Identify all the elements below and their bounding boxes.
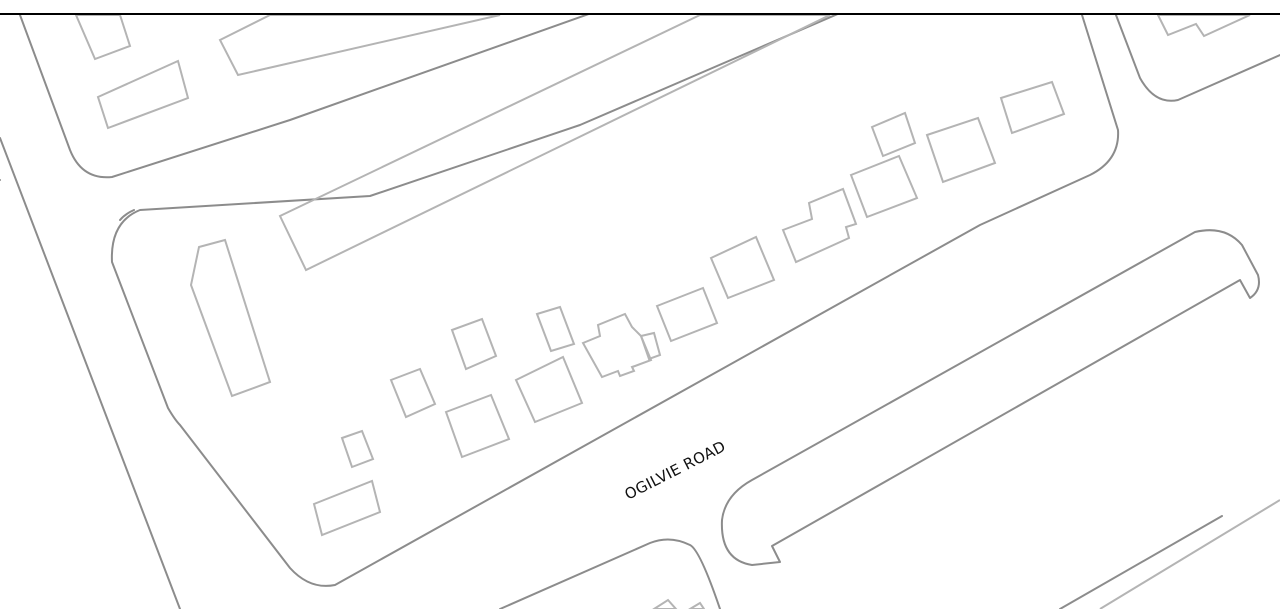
kerb-bottom-block [499, 538, 721, 609]
kerb-main-block [110, 15, 1120, 587]
kerb-top-left-block [19, 15, 589, 179]
boundary-lines [1099, 499, 1280, 609]
road-kerbs [0, 15, 1280, 609]
building-long-terrace [278, 15, 831, 272]
building [340, 429, 375, 469]
building [925, 116, 997, 184]
building [1156, 15, 1251, 38]
road-labels: OGILVIE ROAD [622, 437, 729, 503]
building [652, 598, 678, 609]
building [870, 111, 917, 158]
kerb-top-right-block [1115, 15, 1280, 102]
building [450, 317, 498, 371]
building [849, 154, 919, 219]
building-stepped [781, 187, 858, 264]
building [639, 331, 662, 361]
building [444, 393, 511, 459]
building [96, 59, 190, 130]
building [514, 355, 584, 424]
building-cluster [581, 312, 653, 379]
building [709, 235, 776, 300]
map-frame-top-border [0, 13, 1280, 15]
building [655, 286, 719, 343]
kerb-lower-right [1059, 515, 1223, 609]
building [189, 238, 272, 398]
building [218, 15, 501, 77]
building [999, 80, 1066, 135]
kerb-left-outer [0, 137, 181, 609]
building [535, 305, 576, 353]
road-label-ogilvie-road: OGILVIE ROAD [622, 437, 729, 503]
kerb-right-island [720, 229, 1260, 566]
building [74, 15, 132, 61]
building [389, 367, 437, 419]
boundary-lower-right [1099, 499, 1280, 609]
building [688, 601, 706, 609]
buildings [74, 15, 1251, 609]
building [312, 479, 382, 537]
